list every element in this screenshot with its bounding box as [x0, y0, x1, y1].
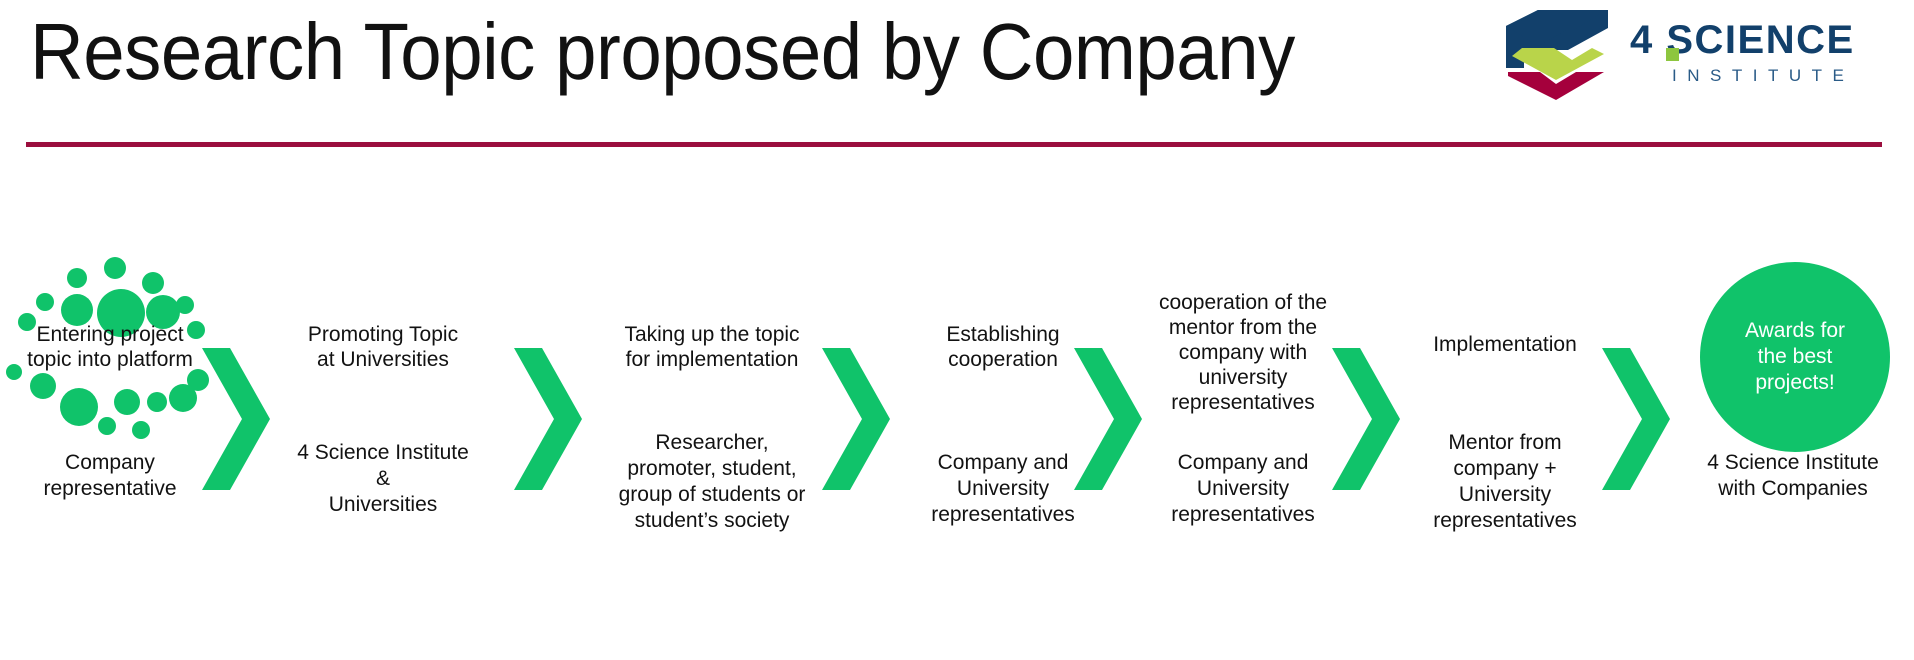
- step-actor-label: Company and University representatives: [931, 451, 1075, 526]
- ring-dot: [36, 293, 54, 311]
- step-actor-label: Researcher, promoter, student, group of …: [618, 431, 806, 532]
- award-circle: Awards for the best projects!: [1700, 262, 1890, 452]
- ring-dot: [187, 321, 205, 339]
- logo-wordmark: 4 SCIENCE INSTITUTE: [1630, 18, 1900, 96]
- ring-dot: [98, 417, 116, 435]
- step-visual-award-circle: Awards for the best projects!: [1688, 250, 1898, 460]
- chevron-right-icon: [1074, 348, 1142, 490]
- step-label: Taking up the topic for implementation: [624, 323, 800, 371]
- process-step-mentor-cooperation: cooperation of the mentor from the compa…: [1138, 250, 1348, 660]
- ring-dot: [61, 294, 93, 326]
- slide-header: Research Topic proposed by Company 4 SCI…: [0, 0, 1914, 150]
- ring-dot: [18, 313, 36, 331]
- ring-dot: [147, 392, 167, 412]
- process-step-entering-project-topic: Entering project topic into platform Com…: [5, 250, 215, 660]
- ring-dot: [132, 421, 150, 439]
- step-actor-label: 4 Science Institute with Companies: [1707, 451, 1879, 500]
- process-step-establishing-cooperation: Establishing cooperation Company and Uni…: [898, 250, 1108, 660]
- ring-dot: [169, 384, 197, 412]
- process-step-taking-up-topic: Taking up the topic for implementation R…: [592, 250, 832, 660]
- ring-dot: [30, 373, 56, 399]
- process-step-implementation: Implementation Mentor from company + Uni…: [1400, 250, 1610, 660]
- brand-logo: 4 SCIENCE INSTITUTE: [1500, 6, 1900, 106]
- chevron-right-icon: [1332, 348, 1400, 490]
- logo-wordmark-sub: INSTITUTE: [1672, 66, 1855, 85]
- process-flow-diagram: Entering project topic into platform Com…: [0, 250, 1914, 660]
- ring-dot: [97, 289, 145, 337]
- step-actor-label: Mentor from company + University represe…: [1433, 431, 1577, 532]
- chevron-right-icon: [1602, 348, 1670, 490]
- step-label: cooperation of the mentor from the compa…: [1158, 291, 1328, 414]
- page-title: Research Topic proposed by Company: [30, 7, 1295, 96]
- chevron-right-icon: [202, 348, 270, 490]
- ring-dot: [60, 388, 98, 426]
- title-divider-rule: [26, 142, 1882, 147]
- step-label: Establishing cooperation: [946, 323, 1060, 371]
- logo-wordmark-main: 4 SCIENCE: [1630, 18, 1855, 62]
- ring-dot: [142, 272, 164, 294]
- step-actor-label: Company and University representatives: [1171, 451, 1315, 526]
- ring-dot: [114, 389, 140, 415]
- award-circle-label: Awards for the best projects!: [1745, 319, 1845, 394]
- ring-dot: [146, 295, 180, 329]
- ring-dot: [6, 364, 22, 380]
- ring-dot: [104, 257, 126, 279]
- step-label: Entering project topic into platform: [27, 323, 193, 371]
- logo-green-accent-icon: [1666, 48, 1679, 61]
- process-step-promoting-topic: Promoting Topic at Universities 4 Scienc…: [278, 250, 488, 660]
- ring-dot: [176, 296, 194, 314]
- ring-dot: [67, 268, 87, 288]
- step-actor-label: 4 Science Institute & Universities: [297, 441, 469, 516]
- step-label: Implementation: [1433, 333, 1577, 356]
- chevron-right-icon: [822, 348, 890, 490]
- four-science-institute-logo-icon: [1506, 10, 1608, 100]
- step-visual-dot-ring: [5, 250, 215, 460]
- step-actor-label: Company representative: [43, 451, 177, 500]
- step-label: Promoting Topic at Universities: [307, 323, 459, 371]
- ring-dot: [187, 369, 209, 391]
- process-step-awards: Awards for the best projects! 4 Science …: [1688, 250, 1898, 660]
- chevron-right-icon: [514, 348, 582, 490]
- dot-ring-icon: [6, 257, 209, 439]
